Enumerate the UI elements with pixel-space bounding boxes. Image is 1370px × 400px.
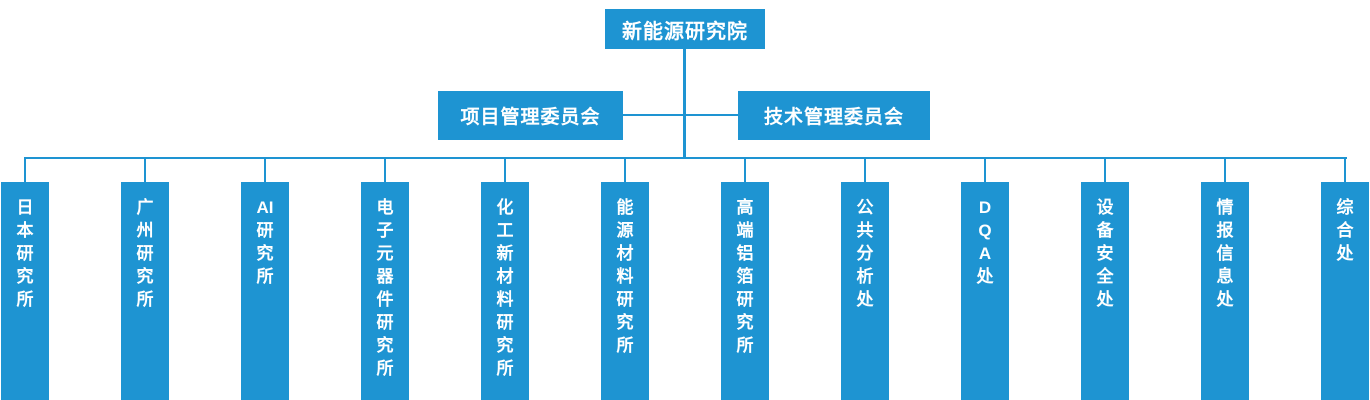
connector-department-vertical: [1344, 157, 1346, 183]
connector-department-vertical: [984, 157, 986, 183]
department-label-line: 子: [376, 221, 394, 240]
department-label-line: 研: [736, 290, 754, 309]
connector-department-vertical: [384, 157, 386, 183]
connector-committee-horizontal: [623, 114, 738, 116]
connector-department-vertical: [624, 157, 626, 183]
department-box: 综合处: [1321, 182, 1369, 400]
department-label-line: 铝: [736, 244, 754, 263]
department-label-line: 究: [256, 244, 274, 263]
department-label-line: 材: [496, 267, 514, 286]
department-label-line: AI: [256, 198, 274, 217]
department-label-line: 究: [616, 313, 634, 332]
department-label-line: 究: [16, 267, 34, 286]
department-label-line: 析: [856, 267, 874, 286]
department-label-line: 件: [376, 290, 394, 309]
department-box: 情报信息处: [1201, 182, 1249, 400]
department-label-line: 究: [376, 336, 394, 355]
department-label-line: 研: [136, 244, 154, 263]
connector-department-vertical: [744, 157, 746, 183]
department-label-line: 分: [856, 244, 874, 263]
connector-department-vertical: [264, 157, 266, 183]
department-box: 广州研究所: [121, 182, 169, 400]
connector-department-vertical: [1104, 157, 1106, 183]
department-label-line: 源: [616, 221, 634, 240]
department-label-line: 高: [736, 198, 754, 217]
committee-project-label: 项目管理委员会: [460, 107, 601, 128]
department-label-line: 材: [616, 244, 634, 263]
committee-tech-label: 技术管理委员会: [763, 107, 904, 128]
department-label-line: 所: [16, 290, 34, 309]
department-label-line: 广: [136, 198, 154, 217]
department-label-line: 料: [616, 267, 634, 286]
department-label-line: 处: [1336, 244, 1354, 263]
department-label-line: 所: [136, 290, 154, 309]
department-label-line: 究: [496, 336, 514, 355]
department-box: 化工新材料研究所: [481, 182, 529, 400]
department-label-line: 器: [376, 267, 394, 286]
root-label: 新能源研究院: [622, 20, 748, 43]
connector-main-horizontal: [24, 157, 1347, 159]
department-box: 公共分析处: [841, 182, 889, 400]
committee-box-project: 项目管理委员会: [438, 91, 623, 140]
department-label-line: 料: [496, 290, 514, 309]
department-label-line: 研: [616, 290, 634, 309]
department-label-line: 研: [256, 221, 274, 240]
connector-department-vertical: [24, 157, 26, 183]
department-label-line: 化: [496, 198, 514, 217]
department-label-line: 信: [1216, 244, 1234, 263]
department-label-line: 究: [736, 313, 754, 332]
connector-department-vertical: [504, 157, 506, 183]
department-label-line: 处: [1216, 290, 1234, 309]
department-label-line: 处: [976, 267, 994, 286]
department-box: 日本研究所: [1, 182, 49, 400]
department-label-line: 公: [856, 198, 874, 217]
root-box: 新能源研究院: [605, 9, 765, 49]
department-label-line: 电: [376, 198, 394, 217]
department-label-line: D: [978, 198, 992, 217]
department-label-line: 日: [16, 198, 34, 217]
department-label-line: 所: [616, 336, 634, 355]
department-label-line: 报: [1216, 221, 1234, 240]
department-label-line: 所: [376, 359, 394, 378]
department-box: 能源材料研究所: [601, 182, 649, 400]
department-label-line: 所: [256, 267, 274, 286]
department-box: 设备安全处: [1081, 182, 1129, 400]
department-label-line: 综: [1336, 198, 1354, 217]
department-label-line: 息: [1216, 267, 1234, 286]
department-label-line: 处: [856, 290, 874, 309]
department-label-line: 备: [1096, 221, 1114, 240]
department-box: 电子元器件研究所: [361, 182, 409, 400]
connector-department-vertical: [1224, 157, 1226, 183]
department-label-line: 处: [1096, 290, 1114, 309]
connector-department-vertical: [864, 157, 866, 183]
department-label-line: 新: [496, 244, 514, 263]
department-label-line: 端: [736, 221, 754, 240]
department-label-line: 研: [16, 244, 34, 263]
department-label-line: 能: [616, 198, 634, 217]
committee-box-tech: 技术管理委员会: [738, 91, 930, 140]
department-label-line: 全: [1096, 267, 1114, 286]
department-box: AI 研究所: [241, 182, 289, 400]
department-label-line: 研: [496, 313, 514, 332]
department-box: 高端铝箔研究所: [721, 182, 769, 400]
department-label-line: 安: [1096, 244, 1114, 263]
department-label-line: 所: [496, 359, 514, 378]
department-label-line: 元: [376, 244, 394, 263]
department-label-line: A: [978, 244, 992, 263]
connector-department-vertical: [144, 157, 146, 183]
department-label-line: 情: [1216, 198, 1234, 217]
connector-root-vertical: [683, 49, 686, 159]
department-label-line: 共: [856, 221, 874, 240]
department-label-line: 所: [736, 336, 754, 355]
department-label-line: 工: [496, 221, 514, 240]
department-label-line: 设: [1096, 198, 1114, 217]
department-label-line: 研: [376, 313, 394, 332]
department-label-line: 合: [1336, 221, 1354, 240]
department-label-line: 究: [136, 267, 154, 286]
department-label-line: Q: [978, 221, 992, 240]
department-label-line: 本: [16, 221, 34, 240]
department-label-line: 箔: [736, 267, 754, 286]
department-label-line: 州: [136, 221, 154, 240]
